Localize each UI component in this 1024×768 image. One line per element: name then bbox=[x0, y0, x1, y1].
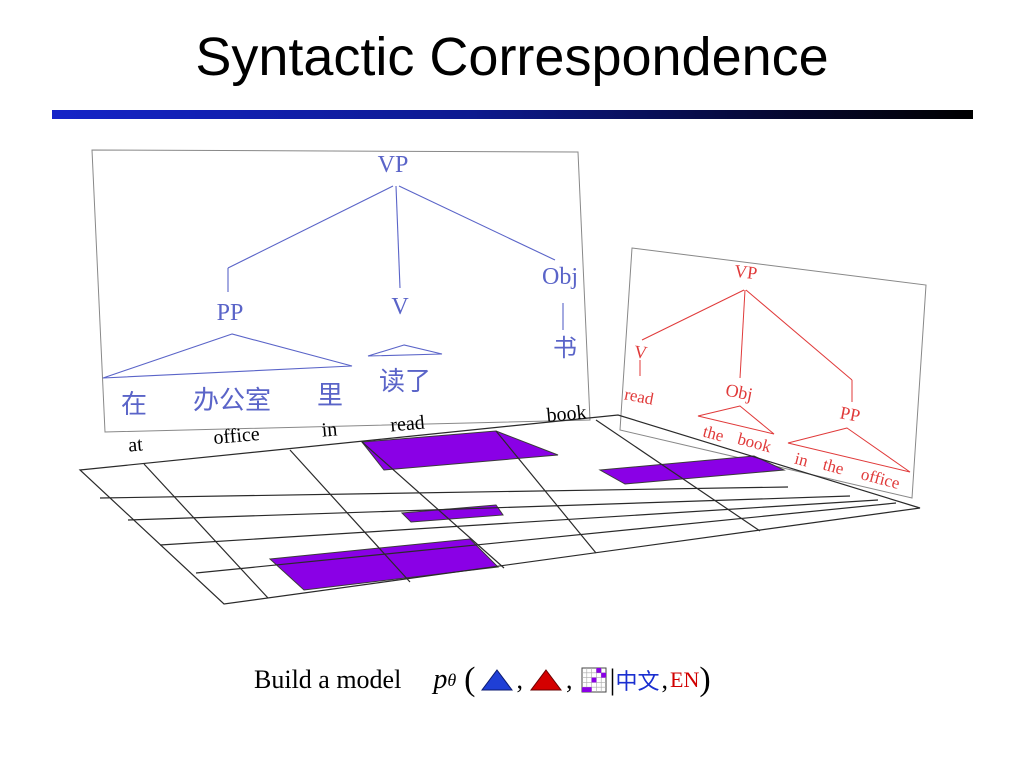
zh-word-li: 里 bbox=[317, 381, 343, 411]
zh-edge-vp-v bbox=[395, 185, 401, 289]
formula-english: EN bbox=[670, 667, 700, 692]
en-v-label: V bbox=[633, 341, 648, 362]
zh-pp-triangle bbox=[102, 333, 353, 379]
zh-v-triangle bbox=[367, 344, 443, 357]
grid-col-5 bbox=[595, 419, 761, 532]
grid-col-2 bbox=[289, 449, 411, 583]
en-edge-vp-pp bbox=[745, 289, 853, 381]
formula-open-paren: ( bbox=[464, 661, 476, 698]
grid-word-read: read bbox=[389, 412, 425, 437]
english-tree-panel: VP V Obj PP read the book in the office bbox=[619, 247, 927, 499]
zh-v-label: V bbox=[391, 294, 409, 320]
grid-col-4 bbox=[495, 430, 597, 554]
title-rule bbox=[52, 110, 973, 119]
chinese-tree-frame bbox=[91, 149, 591, 433]
grid-row-2 bbox=[127, 495, 851, 521]
grid-word-in: in bbox=[321, 418, 338, 441]
en-pp-label: PP bbox=[838, 402, 861, 425]
zh-word-read: 读了 bbox=[379, 367, 431, 397]
chinese-tree-panel: VP PP V Obj 书 在 办公室 里 读了 bbox=[91, 149, 591, 433]
alignment-grid-icon bbox=[581, 667, 606, 693]
grid-row-3 bbox=[159, 499, 879, 546]
formula-prefix: Build a model bbox=[254, 665, 402, 694]
formula-comma: , bbox=[516, 665, 524, 694]
alignment-cell-at-office bbox=[268, 538, 500, 591]
zh-edge-vp-obj bbox=[398, 185, 556, 261]
formula-close-paren: ) bbox=[699, 661, 711, 698]
formula-chinese: 中文 bbox=[615, 670, 660, 695]
zh-vp-label: VP bbox=[378, 152, 409, 178]
grid-row-4 bbox=[195, 502, 897, 574]
en-obj-word-the: the bbox=[701, 422, 726, 446]
formula-theta: θ bbox=[447, 669, 457, 690]
alignment-cell-in bbox=[400, 504, 504, 523]
formula-p: p bbox=[433, 664, 448, 695]
grid-word-at: at bbox=[127, 433, 144, 456]
alignment-cell-read bbox=[361, 430, 559, 471]
english-tree-frame bbox=[619, 247, 927, 499]
grid-outline bbox=[78, 414, 921, 605]
grid-word-book: book bbox=[546, 401, 588, 426]
alignment-grid: at office in read book bbox=[78, 401, 921, 605]
grid-row-1 bbox=[99, 486, 789, 499]
slide-title: Syntactic Correspondence bbox=[195, 27, 829, 87]
en-edge-vp-obj bbox=[739, 289, 746, 379]
blue-tree-triangle-icon bbox=[480, 669, 513, 691]
zh-pp-label: PP bbox=[217, 300, 244, 326]
red-tree-triangle-icon bbox=[530, 669, 562, 691]
en-pp-triangle bbox=[787, 427, 911, 473]
formula-comma: , bbox=[566, 665, 573, 694]
en-obj-triangle bbox=[697, 405, 775, 435]
en-edge-vp-v bbox=[641, 289, 745, 341]
grid-col-1 bbox=[143, 463, 269, 599]
zh-word-zai: 在 bbox=[121, 390, 147, 420]
grid-col-3 bbox=[361, 441, 505, 569]
zh-word-office: 办公室 bbox=[193, 386, 271, 416]
en-pp-word-the: the bbox=[821, 455, 846, 479]
grid-word-office: office bbox=[212, 423, 260, 449]
zh-edge-vp-pp bbox=[227, 185, 394, 269]
en-vp-label: VP bbox=[733, 261, 758, 284]
zh-obj-label: Obj bbox=[542, 264, 578, 290]
formula-comma: , bbox=[661, 665, 669, 694]
zh-obj-word: 书 bbox=[553, 334, 577, 362]
model-formula: Build a model p θ ( , , | 中文 , EN ) bbox=[254, 660, 711, 700]
en-pp-word-in: in bbox=[793, 449, 811, 471]
alignment-cell-book bbox=[598, 455, 786, 485]
formula-bar: | bbox=[609, 663, 616, 696]
